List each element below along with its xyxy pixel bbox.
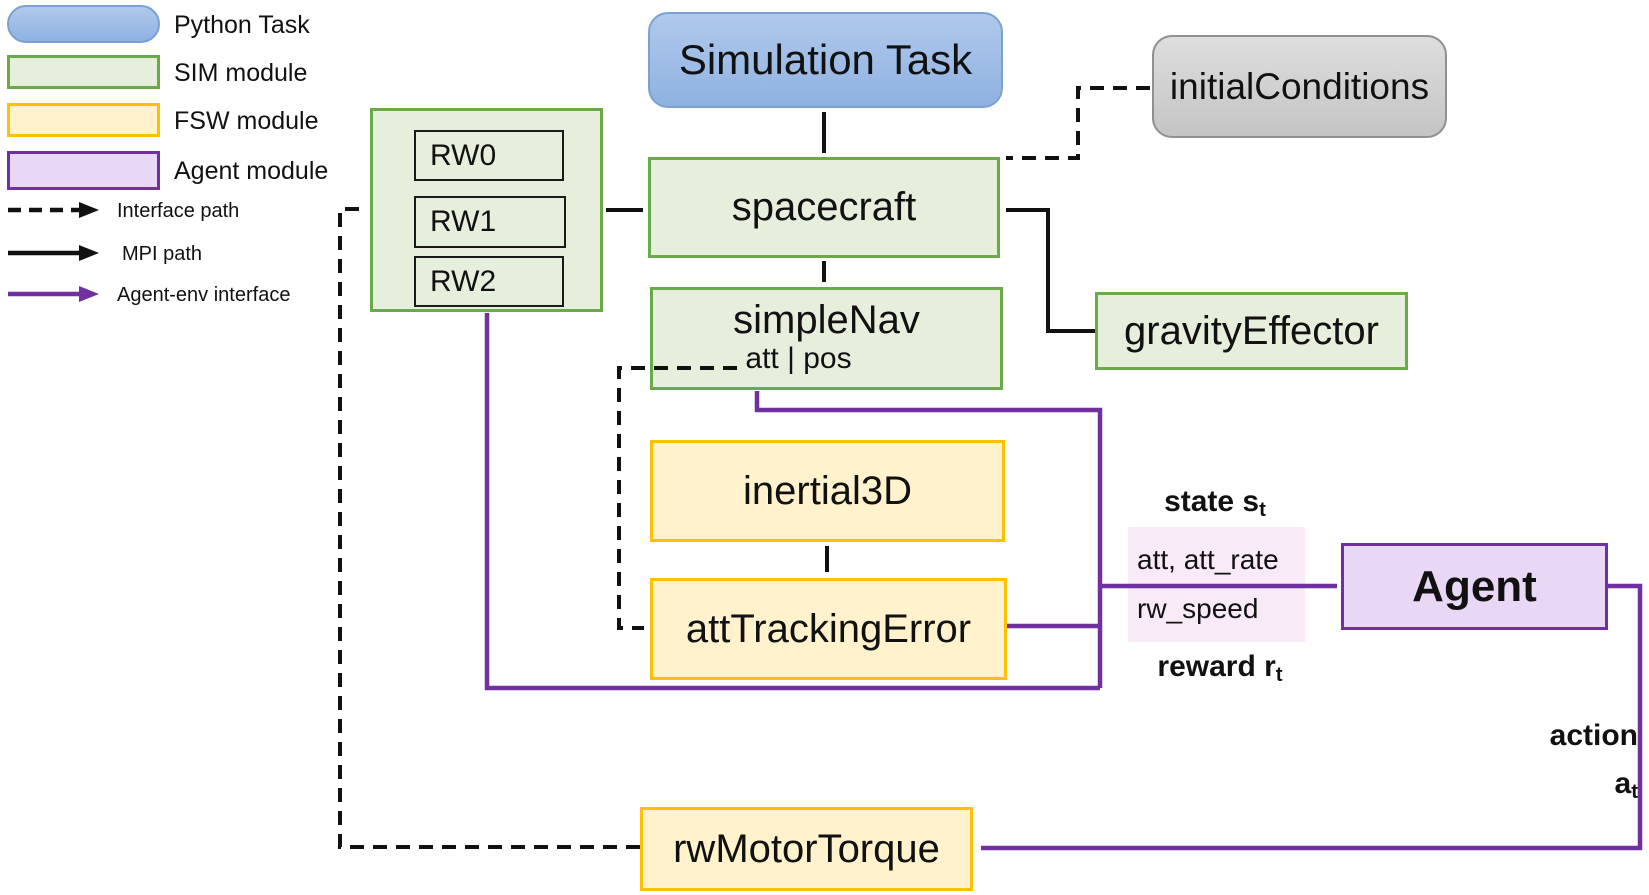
legend-agent-module-swatch	[7, 151, 160, 190]
legend-mpi-path-label: MPI path	[122, 243, 203, 265]
action-label: action at	[1460, 712, 1638, 816]
node-spacecraft-label: spacecraft	[731, 185, 917, 229]
node-rw0-label: RW0	[430, 138, 497, 172]
state-signal-att: att, att_rate	[1137, 544, 1279, 575]
action-label-text: action	[1549, 719, 1638, 752]
node-rw2: RW2	[414, 256, 564, 307]
node-gravity-effector-label: gravityEffector	[1124, 308, 1379, 353]
legend-agent-env-interface-label: Agent-env interface	[117, 284, 291, 306]
state-signals-highlight: att, att_rate rw_speed	[1128, 527, 1305, 642]
legend-sim-module-swatch	[7, 55, 160, 89]
node-inertial3d: inertial3D	[650, 440, 1005, 542]
node-att-tracking-error-label: attTrackingError	[685, 606, 972, 651]
edge-initial-conditions-to-spacecraft	[1006, 86, 1150, 160]
node-rw0: RW0	[414, 130, 564, 181]
node-simple-nav-sublabel: att | pos	[745, 342, 852, 375]
state-label: state st	[1115, 485, 1315, 522]
state-label-text: state s	[1164, 485, 1260, 518]
legend-sim-module-label: SIM module	[174, 59, 308, 87]
reward-label-text: reward r	[1157, 650, 1276, 683]
node-inertial3d-label: inertial3D	[743, 468, 912, 513]
dashed-arrow-icon	[8, 202, 99, 218]
node-agent: Agent	[1341, 543, 1608, 630]
legend-agent-module-label: Agent module	[174, 157, 329, 185]
node-simulation-task-label: Simulation Task	[678, 36, 973, 83]
legend-fsw-module-label: FSW module	[174, 107, 319, 135]
reward-label-sub: t	[1275, 664, 1283, 687]
legend-interface-path-label: Interface path	[117, 200, 240, 222]
legend-python-task-label: Python Task	[174, 11, 310, 39]
node-rw1-label: RW1	[430, 205, 497, 238]
node-gravity-effector: gravityEffector	[1095, 292, 1408, 370]
node-rw-motor-torque: rwMotorTorque	[640, 807, 973, 891]
reward-label: reward rt	[1120, 650, 1320, 687]
purple-arrow-icon	[8, 286, 99, 302]
legend-python-task-swatch	[7, 5, 160, 43]
action-label-sub: t	[1631, 781, 1638, 804]
state-label-sub: t	[1259, 499, 1266, 522]
solid-arrow-icon	[8, 245, 99, 261]
node-initial-conditions-label: initialConditions	[1169, 65, 1430, 107]
node-agent-label: Agent	[1412, 561, 1537, 611]
node-spacecraft: spacecraft	[648, 157, 1000, 258]
action-label-base: a	[1614, 767, 1632, 800]
state-signal-rw-speed: rw_speed	[1137, 593, 1259, 624]
node-att-tracking-error: attTrackingError	[650, 578, 1007, 680]
node-simulation-task: Simulation Task	[648, 12, 1003, 108]
node-rw-motor-torque-label: rwMotorTorque	[673, 826, 940, 871]
legend-fsw-module-swatch	[7, 103, 160, 137]
node-rw-group: RW0 RW1 RW2	[370, 108, 603, 312]
node-simple-nav: simpleNav att | pos	[650, 287, 1003, 390]
node-rw2-label: RW2	[430, 264, 497, 298]
node-initial-conditions: initialConditions	[1152, 35, 1447, 138]
node-rw1: RW1	[414, 196, 566, 248]
node-simple-nav-label: simpleNav	[733, 298, 920, 342]
edge-gravity-effector-to-spacecraft	[1006, 208, 1095, 333]
